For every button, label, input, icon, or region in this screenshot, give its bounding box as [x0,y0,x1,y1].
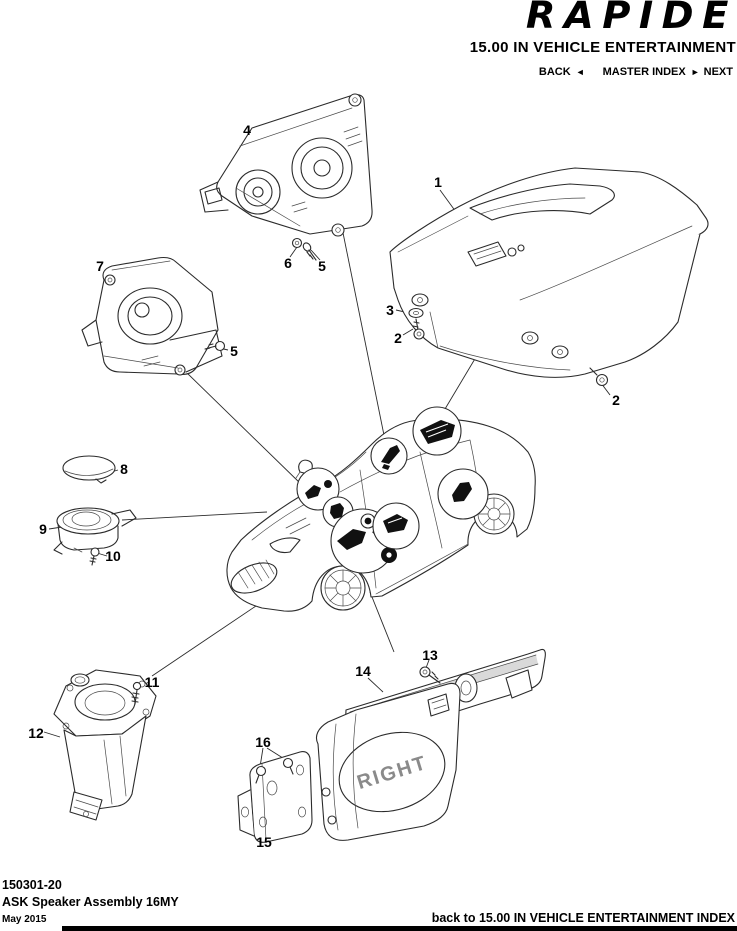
section-title: 15.00 IN VEHICLE ENTERTAINMENT [469,39,736,56]
part-15-bracket [237,751,313,843]
part-4-front-door-speaker-assembly [199,93,373,237]
callout-16: 16 [255,734,271,750]
back-link[interactable]: BACK [538,66,571,78]
fastener-3-washer [408,307,424,319]
page-navigation: BACK ◄ MASTER INDEX ► NEXT [539,66,733,78]
document-date: May 2015 [2,914,47,925]
document-title: ASK Speaker Assembly 16MY [2,895,179,909]
callout-5b: 5 [230,343,238,359]
master-index-link[interactable]: MASTER INDEX [602,66,686,78]
fastener-16-screws [255,757,294,784]
callout-8: 8 [120,461,128,477]
callout-11: 11 [144,674,160,690]
callout-14: 14 [355,663,371,679]
callout-2a: 2 [394,330,402,346]
part-1-subwoofer-enclosure [389,167,709,378]
callout-3: 3 [386,302,394,318]
fastener-10-screw [89,547,100,566]
callout-15: 15 [256,834,272,850]
callout-7: 7 [96,258,104,274]
fastener-13-screw [419,666,441,684]
callout-4: 4 [243,122,251,138]
fastener-5-screw-a [302,242,317,261]
part-7-rear-door-speaker-assembly [81,256,223,376]
document-number: 150301-20 [2,878,62,892]
callout-12: 12 [28,725,44,741]
callout-1: 1 [434,174,442,190]
next-link[interactable]: NEXT [703,66,733,78]
callout-5a: 5 [318,258,326,274]
fastener-2-bolt-b [589,367,609,387]
rapide-logo: RAPIDE [526,0,737,37]
fastener-6-washer [291,237,303,249]
next-arrow-icon: ► [690,67,700,77]
bottom-rule [62,926,737,931]
part-14-amplifier-assembly: RIGHT [315,648,546,841]
callout-6: 6 [284,255,292,271]
fastener-2-bolt-a [412,318,425,340]
part-12-speaker-enclosure [53,669,157,821]
fastener-5-screw-b [204,340,226,352]
car-location-view [226,406,536,612]
part-8-speaker-grille-cap [62,455,116,484]
callout-2b: 2 [612,392,620,408]
callout-10: 10 [105,548,121,564]
callout-13: 13 [422,647,438,663]
part-9-tweeter-assembly [53,507,137,555]
back-arrow-icon: ◄ [575,67,585,77]
callout-9: 9 [39,521,47,537]
back-to-index-link[interactable]: back to 15.00 IN VEHICLE ENTERTAINMENT I… [431,911,735,925]
fastener-11-screw [131,681,142,705]
